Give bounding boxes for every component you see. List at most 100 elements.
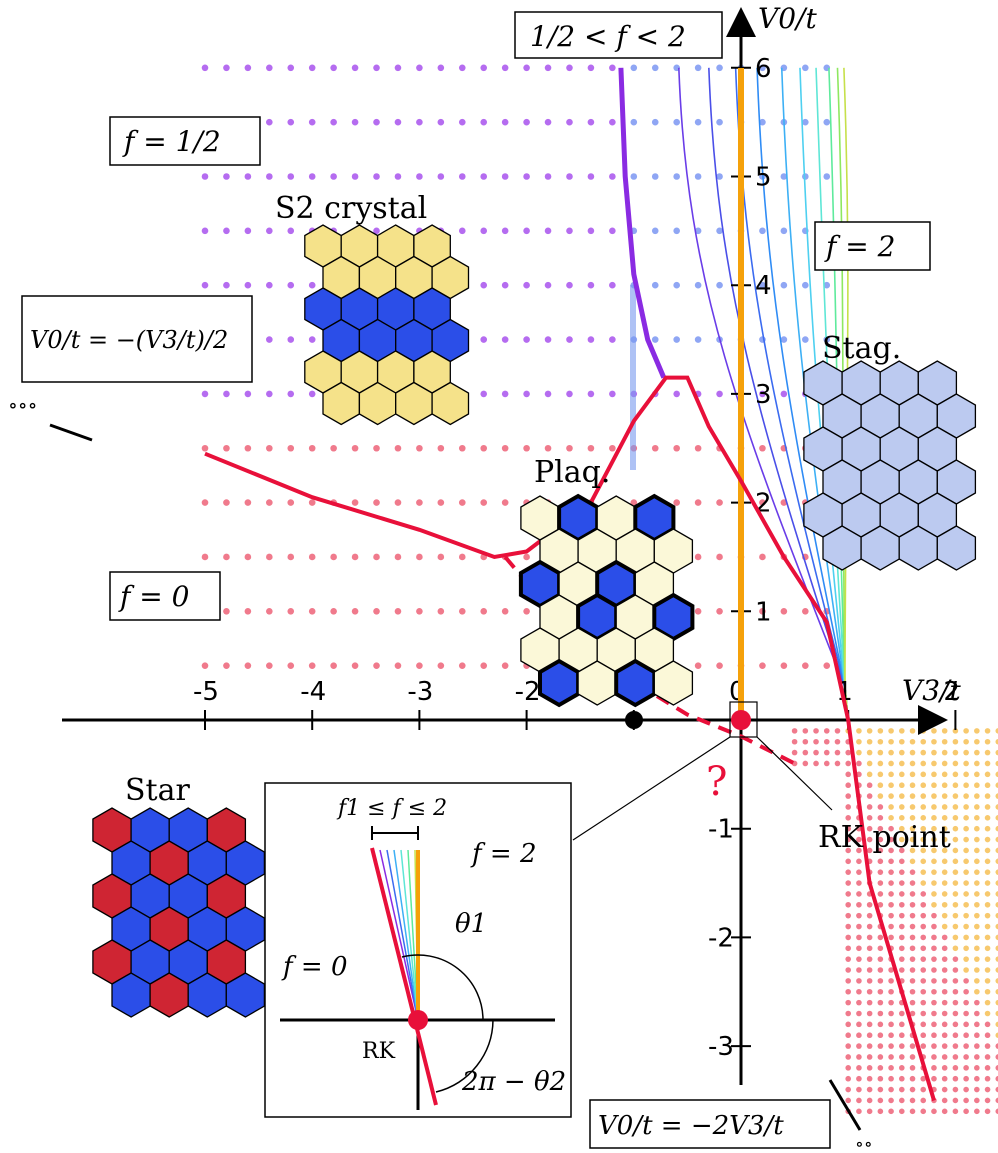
dot — [716, 173, 723, 180]
dot — [899, 1010, 905, 1017]
dot — [856, 978, 862, 984]
dot — [920, 793, 927, 799]
dot — [984, 978, 991, 984]
dot — [974, 1097, 980, 1104]
dot — [845, 945, 851, 952]
phase-label-stag: Stag. — [822, 331, 901, 366]
dot — [834, 760, 841, 767]
dot — [963, 1021, 969, 1028]
dot — [694, 64, 702, 72]
dot — [941, 1054, 948, 1060]
dot — [995, 847, 998, 854]
dot — [995, 945, 998, 952]
x-tick-label: -2 — [515, 677, 541, 707]
dot — [920, 804, 927, 810]
dot — [373, 227, 380, 235]
dot — [856, 749, 862, 756]
dot — [952, 1054, 959, 1060]
dot — [877, 869, 884, 875]
dot — [899, 869, 905, 875]
dot — [931, 988, 937, 995]
dot — [952, 999, 959, 1006]
dot — [308, 390, 316, 398]
dot — [899, 771, 905, 778]
dot — [995, 771, 998, 778]
dot — [694, 227, 702, 235]
dot — [201, 227, 209, 235]
dot — [963, 1108, 969, 1115]
dot — [963, 858, 969, 865]
dot — [909, 988, 916, 995]
dot — [974, 1075, 980, 1082]
dot — [995, 825, 998, 832]
dot — [308, 499, 316, 506]
dot — [984, 825, 991, 832]
dot — [866, 782, 873, 789]
dot — [974, 749, 980, 756]
dot — [523, 227, 530, 235]
dot — [877, 782, 884, 789]
dot — [941, 923, 948, 930]
dot — [523, 336, 530, 343]
dot — [351, 64, 359, 72]
dot — [877, 945, 884, 952]
dot — [888, 836, 894, 843]
dot — [201, 64, 209, 72]
dot — [888, 1021, 894, 1028]
dot — [802, 760, 809, 767]
dot — [759, 281, 766, 289]
inset-f2-label: f = 2 — [470, 839, 536, 869]
dot — [373, 608, 380, 615]
dot — [984, 1032, 991, 1039]
dot — [308, 64, 316, 72]
dot — [974, 804, 980, 810]
dot — [952, 1108, 959, 1115]
dot — [866, 978, 873, 984]
dot — [909, 999, 916, 1006]
dot — [394, 499, 402, 506]
dot — [995, 1021, 998, 1028]
dot — [523, 390, 530, 398]
dot — [244, 444, 252, 452]
dot — [941, 880, 948, 886]
dot — [866, 934, 873, 941]
dot — [630, 64, 638, 72]
phase-label-plaq: Plaq. — [534, 455, 610, 490]
dot — [866, 825, 873, 832]
dot — [952, 912, 959, 919]
dot — [845, 901, 851, 908]
dot — [866, 945, 873, 952]
dot — [920, 999, 927, 1006]
dot — [694, 173, 702, 180]
hexagon — [538, 658, 581, 708]
dot — [984, 1010, 991, 1017]
dot — [716, 608, 723, 615]
dot — [877, 988, 884, 995]
dot — [974, 891, 980, 897]
dot — [984, 891, 991, 897]
dot — [802, 749, 809, 756]
dot — [716, 662, 723, 669]
dot — [931, 858, 937, 865]
dot — [952, 869, 959, 875]
dot — [963, 782, 969, 789]
dot — [888, 1097, 894, 1104]
dot — [877, 793, 884, 799]
dot — [941, 793, 948, 799]
dot — [931, 967, 937, 973]
dot — [974, 825, 980, 832]
boundary-f-half — [618, 67, 667, 379]
dot — [909, 945, 916, 952]
rk-point-label: RK point — [818, 820, 951, 855]
dot — [941, 934, 948, 941]
dot — [244, 608, 252, 615]
dot — [941, 1043, 948, 1049]
dot — [984, 912, 991, 919]
dot — [480, 64, 488, 72]
dot — [308, 662, 316, 669]
dot — [877, 804, 884, 810]
dot — [920, 1043, 927, 1049]
dot — [866, 901, 873, 908]
dot — [866, 836, 873, 843]
dot — [373, 118, 380, 126]
